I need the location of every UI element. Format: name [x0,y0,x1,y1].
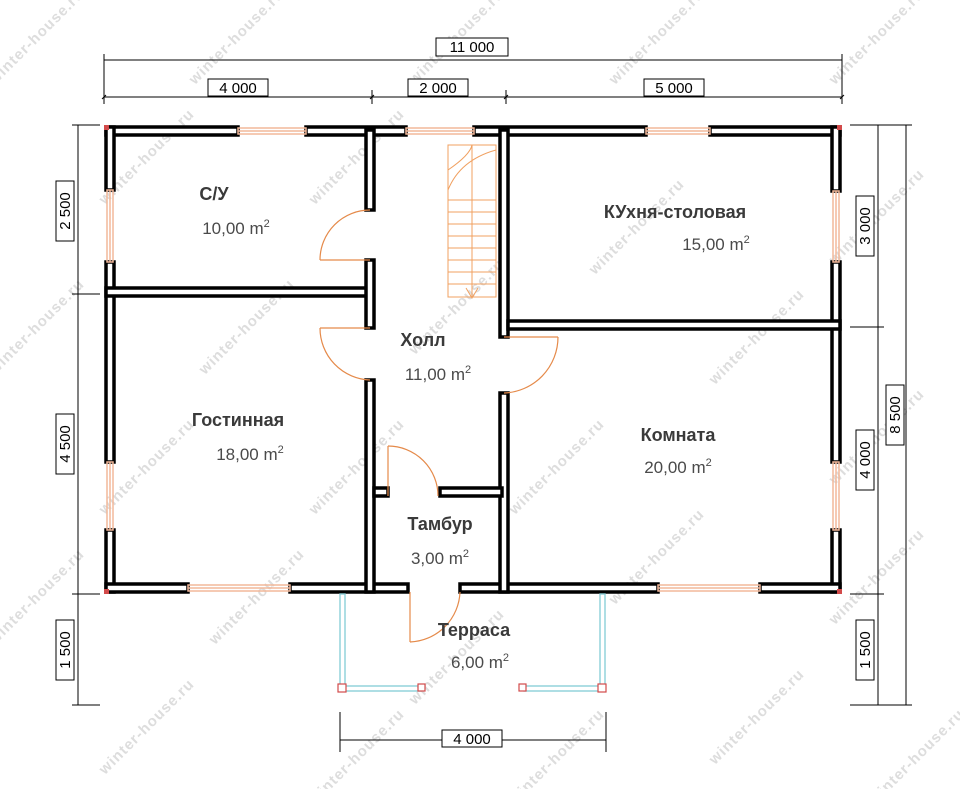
room-labels: С/У 10,00 m2 КУхня-столовая 15,00 m2 Хол… [192,184,750,672]
watermark-text: winter-house.ru [205,546,308,649]
watermark-text: winter-house.ru [305,416,408,519]
watermark-text: winter-house.ru [305,706,408,789]
watermark-text: winter-house.ru [585,176,688,279]
watermark-text: winter-house.ru [505,706,608,789]
dim-top-right: 5 000 [655,80,693,97]
staircase [447,144,497,299]
watermark-text: winter-house.ru [305,106,408,209]
terrace-posts [337,683,607,693]
room-terrace-area: 6,00 m2 [451,652,509,672]
room-kitchen-name: КУхня-столовая [604,202,746,222]
watermark-text: winter-house.ru [95,676,198,779]
dim-right-total: 8 500 [887,396,904,434]
dim-top-total: 11 000 [450,39,495,56]
room-hall-name: Холл [400,330,445,350]
dimension-lines [72,54,912,752]
room-su-area: 10,00 m2 [202,218,270,238]
watermark-text: winter-house.ru [185,0,288,89]
doors [319,209,559,643]
room-living-name: Гостинная [192,410,284,430]
room-hall-area: 11,00 m2 [405,364,471,384]
room-room-area: 20,00 m2 [644,457,712,477]
watermark-text: winter-house.ru [0,276,88,379]
dim-right-mid: 4 000 [857,441,874,479]
room-su-name: С/У [199,184,229,204]
dim-left-top: 2 500 [57,192,74,230]
windows [106,127,840,592]
room-tambur-area: 3,00 m2 [411,548,469,568]
room-kitchen-area: 15,00 m2 [682,234,750,254]
watermark-text: winter-house.ru [825,0,928,89]
watermark-text: winter-house.ru [705,666,808,769]
dim-top-mid: 2 000 [419,80,457,97]
watermark-text: winter-house.ru [0,546,88,649]
watermark-text: winter-house.ru [605,0,708,89]
watermark-text: winter-house.ru [705,286,808,389]
dim-top-left: 4 000 [219,80,257,97]
dim-right-top: 3 000 [857,207,874,245]
dim-left-bottom: 1 500 [57,631,74,669]
room-tambur-name: Тамбур [407,514,472,534]
dim-left-mid: 4 500 [57,425,74,463]
dim-bottom-terrace: 4 000 [453,731,491,748]
room-terrace-name: Терраса [438,620,511,640]
dim-right-bottom: 1 500 [857,631,874,669]
watermark-text: winter-house.ru [505,416,608,519]
room-room-name: Комната [641,425,717,445]
watermark-text: winter-house.ru [0,0,88,89]
dimension-labels: 11 000 4 000 2 000 5 000 2 500 4 500 1 5… [55,37,905,748]
wall-corners [104,125,842,594]
watermark-text: winter-house.ru [865,706,960,789]
room-living-area: 18,00 m2 [216,444,284,464]
